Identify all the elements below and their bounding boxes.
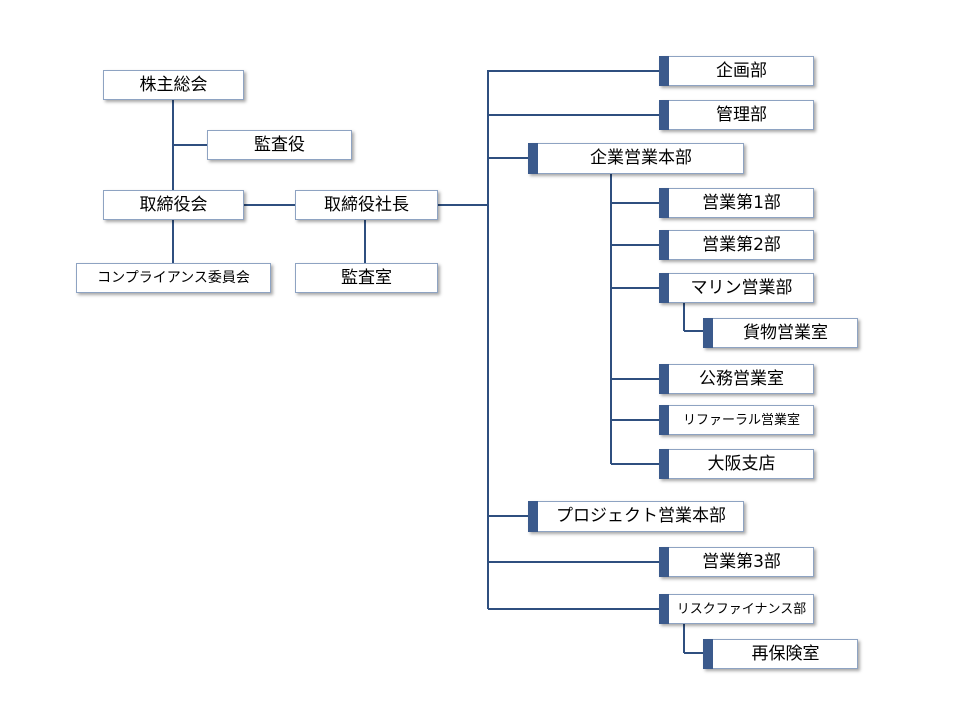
referral-sales-office-label: リファーラル営業室 bbox=[682, 412, 800, 428]
sales-dept-3-box: 営業第3部 bbox=[659, 547, 814, 577]
osaka-branch-box: 大阪支店 bbox=[659, 449, 814, 479]
auditor-box: 監査役 bbox=[207, 130, 352, 160]
auditor-label: 監査役 bbox=[254, 134, 305, 155]
corporate-sales-hq-box: 企業営業本部 bbox=[528, 143, 744, 174]
president-label: 取締役社長 bbox=[324, 194, 409, 215]
osaka-branch-label: 大阪支店 bbox=[707, 453, 776, 474]
risk-finance-dept-label: リスクファイナンス部 bbox=[676, 601, 807, 617]
administration-dept-label: 管理部 bbox=[716, 104, 767, 125]
compliance-committee-label: コンプライアンス委員会 bbox=[97, 270, 250, 286]
cargo-sales-office-label: 貨物営業室 bbox=[743, 322, 828, 343]
project-sales-hq-label: プロジェクト営業本部 bbox=[556, 506, 726, 526]
sales-dept-1-box: 営業第1部 bbox=[659, 188, 814, 218]
marine-sales-dept-label: マリン営業部 bbox=[690, 277, 793, 298]
administration-dept-box: 管理部 bbox=[659, 100, 814, 130]
compliance-committee-box: コンプライアンス委員会 bbox=[76, 263, 271, 293]
corporate-sales-hq-label: 企業営業本部 bbox=[590, 148, 692, 168]
cargo-sales-office-box: 貨物営業室 bbox=[703, 318, 858, 348]
public-sales-office-box: 公務営業室 bbox=[659, 364, 814, 394]
shareholders-meeting-box: 株主総会 bbox=[103, 70, 244, 100]
board-of-directors-box: 取締役会 bbox=[103, 190, 244, 220]
sales-dept-2-label: 営業第2部 bbox=[702, 234, 781, 255]
planning-dept-box: 企画部 bbox=[659, 56, 814, 86]
planning-dept-label: 企画部 bbox=[716, 60, 767, 81]
audit-office-box: 監査室 bbox=[295, 263, 438, 293]
reinsurance-office-label: 再保険室 bbox=[751, 643, 820, 664]
sales-dept-3-label: 営業第3部 bbox=[702, 551, 781, 572]
board-of-directors-label: 取締役会 bbox=[139, 194, 208, 215]
reinsurance-office-box: 再保険室 bbox=[703, 639, 858, 669]
project-sales-hq-box: プロジェクト営業本部 bbox=[528, 501, 744, 532]
president-box: 取締役社長 bbox=[295, 190, 438, 220]
sales-dept-2-box: 営業第2部 bbox=[659, 230, 814, 260]
public-sales-office-label: 公務営業室 bbox=[699, 368, 784, 389]
sales-dept-1-label: 営業第1部 bbox=[702, 192, 781, 213]
referral-sales-office-box: リファーラル営業室 bbox=[659, 405, 814, 435]
shareholders-meeting-label: 株主総会 bbox=[139, 74, 208, 95]
audit-office-label: 監査室 bbox=[341, 267, 392, 288]
marine-sales-dept-box: マリン営業部 bbox=[659, 273, 814, 303]
risk-finance-dept-box: リスクファイナンス部 bbox=[659, 594, 814, 624]
